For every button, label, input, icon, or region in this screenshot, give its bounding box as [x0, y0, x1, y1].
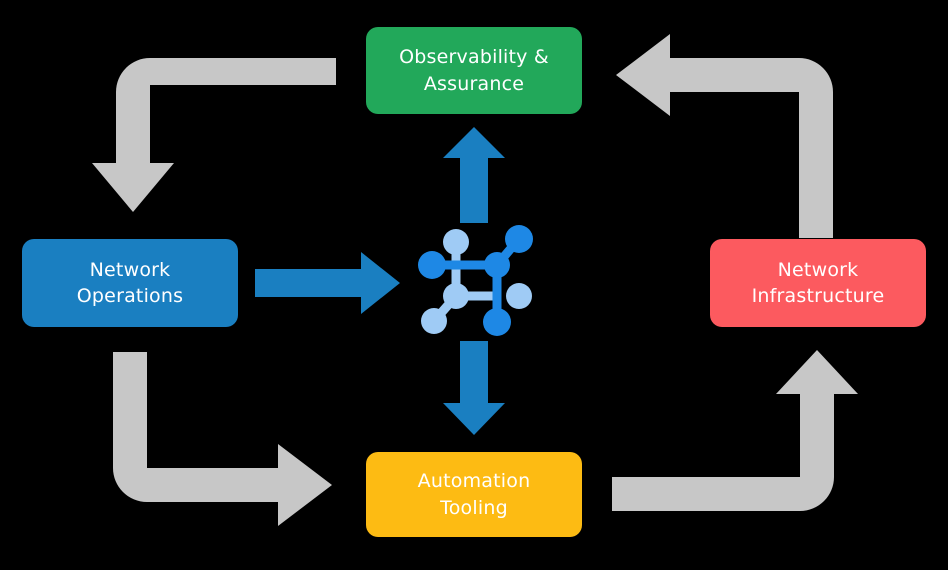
- node-network-operations[interactable]: Network Operations: [22, 239, 238, 327]
- node-observability-assurance-label: Observability & Assurance: [399, 46, 549, 95]
- arrow-operations-to-center: [255, 252, 400, 314]
- node-network-infrastructure[interactable]: Network Infrastructure: [710, 239, 926, 327]
- arrow-observability-to-operations: [92, 58, 336, 212]
- node-network-infrastructure-label: Network Infrastructure: [751, 258, 885, 307]
- network-topology-icon: [418, 225, 533, 336]
- arrow-observability-to-operations-corner: [150, 58, 336, 85]
- node-observability-assurance[interactable]: Observability & Assurance: [366, 27, 582, 114]
- node-network-operations-label: Network Operations: [76, 258, 184, 307]
- arrow-infrastructure-to-observability: [616, 34, 833, 238]
- arrow-center-to-observability: [443, 127, 505, 223]
- node-automation-tooling-label: Automation Tooling: [417, 470, 531, 519]
- arrow-center-to-automation: [443, 341, 505, 435]
- arrow-operations-to-automation: [113, 352, 332, 526]
- node-automation-tooling[interactable]: Automation Tooling: [366, 452, 582, 537]
- arrow-automation-to-infrastructure: [612, 350, 858, 511]
